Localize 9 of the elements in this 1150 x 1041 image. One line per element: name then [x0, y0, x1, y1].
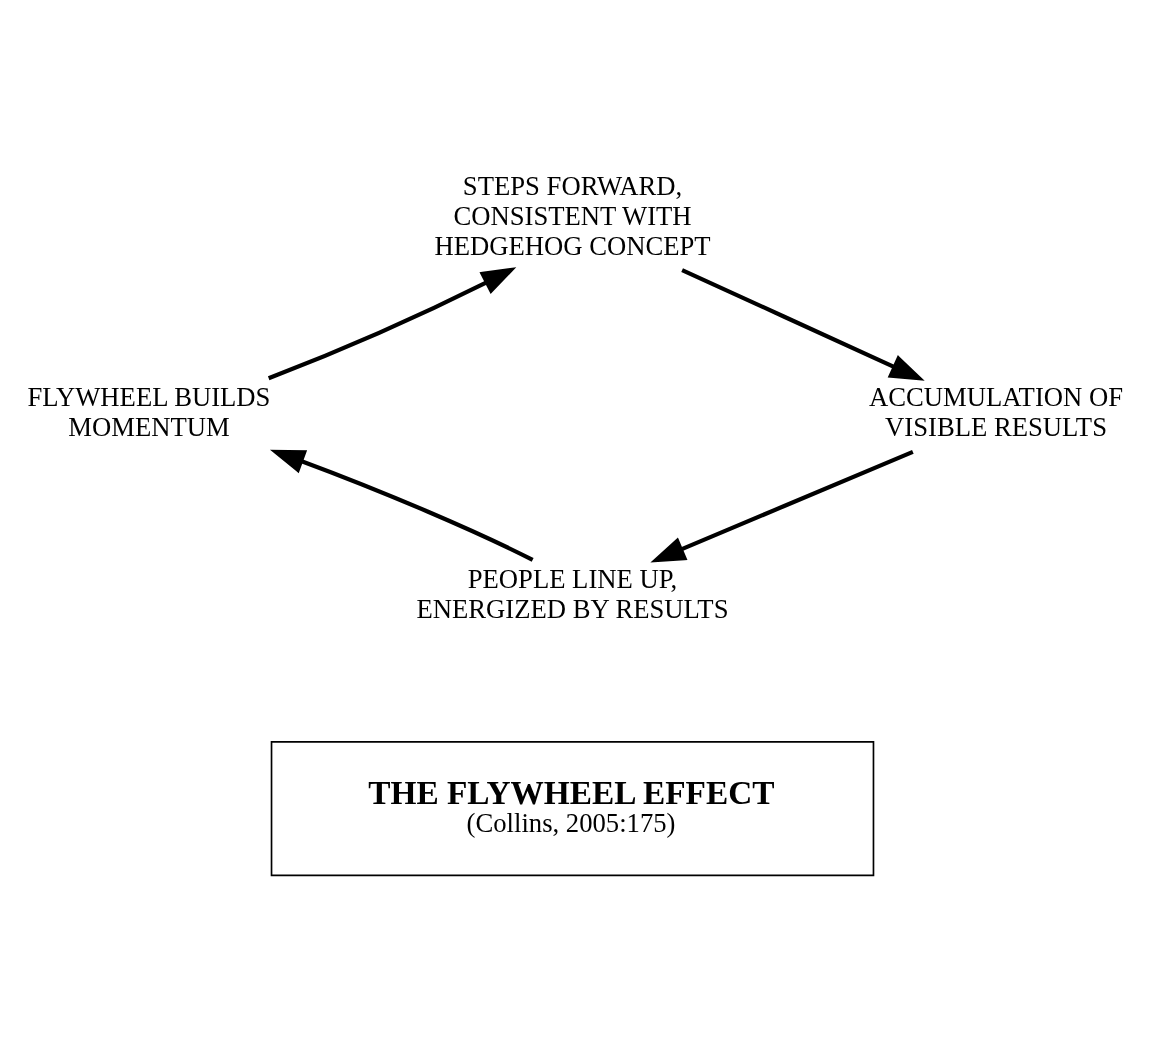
node-text: PEOPLE LINE UP, ENERGIZED BY RESULTS [416, 563, 729, 624]
node-text: FLYWHEEL BUILDS MOMENTUM [27, 381, 271, 442]
node-box: THE FLYWHEEL EFFECT (Collins, 2005:175) [270, 740, 875, 876]
node-text: STEPS FORWARD, CONSISTENT WITH HEDGEHOG CONCEPT [434, 170, 711, 261]
arrow [267, 266, 517, 380]
arrow [681, 267, 925, 381]
node-text: ACCUMULATION OF VISIBLE RESULTS [869, 381, 1124, 442]
arrow [650, 449, 914, 562]
arrow [269, 449, 534, 562]
